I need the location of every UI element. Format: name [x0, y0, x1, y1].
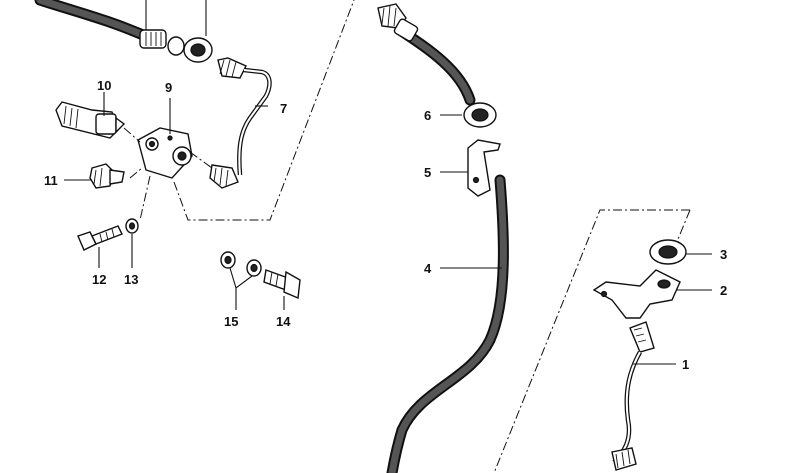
- brake-pipe-7: [209, 57, 272, 189]
- grommet-top: [167, 36, 213, 63]
- grommet-3: [649, 239, 712, 265]
- pressure-switch-10: [55, 92, 126, 139]
- washer-13: [125, 218, 139, 268]
- bolt-14: [263, 269, 301, 310]
- bolt-12: [77, 225, 123, 268]
- callout-6: 6: [424, 108, 431, 123]
- distribution-block-9: [123, 98, 213, 221]
- callout-13: 13: [124, 272, 138, 287]
- callout-14: 14: [276, 314, 291, 329]
- callout-2: 2: [720, 283, 727, 298]
- callout-15: 15: [224, 314, 238, 329]
- upper-hose-fragment: [34, 0, 207, 49]
- union-bolt-11: [64, 163, 125, 189]
- brake-line-1: [611, 321, 676, 471]
- main-hose-4: [386, 174, 509, 473]
- callout-9: 9: [165, 80, 172, 95]
- grommet-6: [440, 102, 497, 128]
- callout-10: 10: [97, 78, 111, 93]
- assembly-link-line: [173, 0, 355, 221]
- right-assembly-link-line: [493, 209, 690, 473]
- callout-5: 5: [424, 165, 431, 180]
- washers-15: [220, 251, 262, 310]
- callout-7: 7: [280, 101, 287, 116]
- callout-1: 1: [682, 357, 689, 372]
- callout-3: 3: [720, 247, 727, 262]
- callout-4: 4: [424, 261, 432, 276]
- upper-center-hose: [377, 3, 476, 106]
- callout-12: 12: [92, 272, 106, 287]
- callout-11: 11: [44, 173, 58, 188]
- bracket-2: [592, 269, 712, 319]
- right-link-stub: [675, 209, 691, 245]
- bracket-5: [440, 139, 501, 197]
